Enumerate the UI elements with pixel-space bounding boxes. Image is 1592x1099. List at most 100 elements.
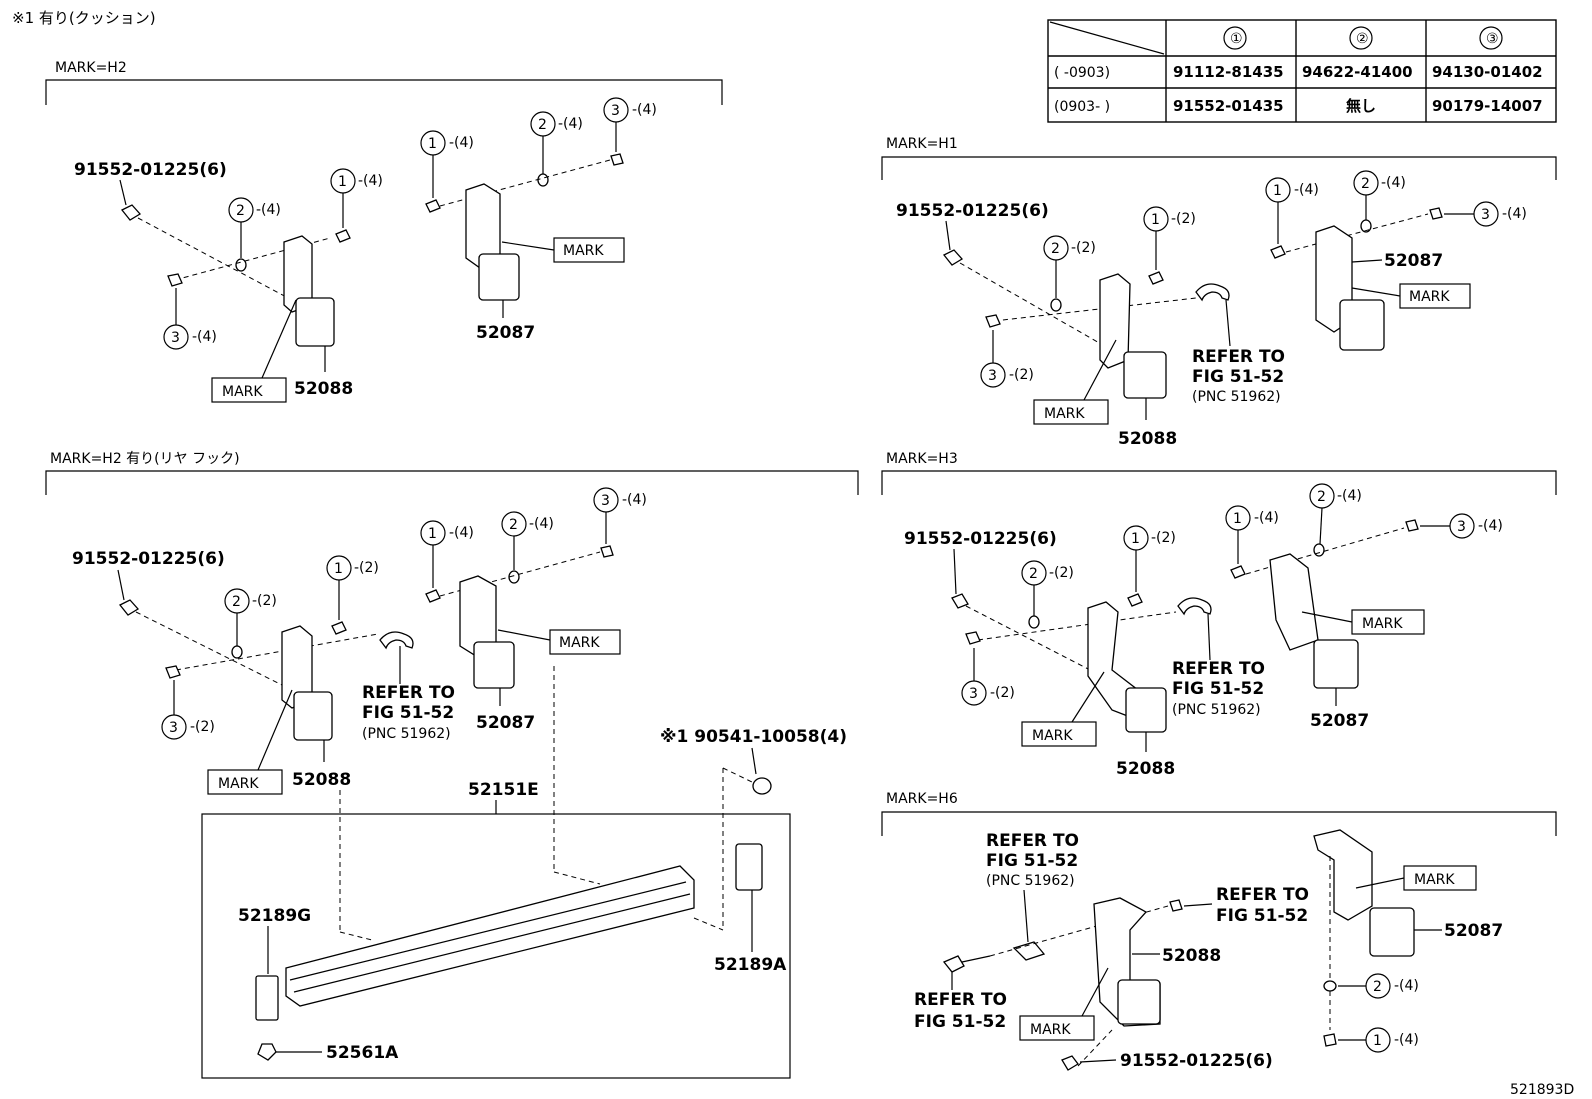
tow-hook-icon [379,631,414,650]
bolt-kit-label: 91552-01225(6) [72,549,225,569]
group-h6: REFER TO FIG 51-52 (PNC 51962) REFER TO … [914,829,1503,1071]
bolt-icon [1061,1055,1079,1071]
bolt-icon [425,589,441,603]
qty: -(2) [1071,240,1096,256]
bolt-icon [118,599,140,616]
mark-label: MARK [1409,289,1450,305]
refer-pnc: (PNC 51962) [986,873,1075,889]
mark-box [549,629,621,655]
callout-3: 3 [988,368,997,384]
qty: -(4) [632,102,657,118]
tow-hook-icon [1195,283,1230,302]
qty: -(4) [449,525,474,541]
qty: -(2) [354,560,379,576]
part-52189G: 52189G [238,906,311,926]
table-row1-c1: 91112-81435 [1173,63,1284,81]
group-h2-hook: 91552-01225(6) 2 -(2) 1 -(2) 3 -(2) REFE… [72,487,847,1079]
qty: -(4) [529,516,554,532]
washer-icon [508,570,520,584]
washer-icon [537,173,549,187]
nut-icon [985,314,1001,328]
part-52088: 52088 [1116,759,1175,779]
table-header-1: ① [1230,31,1243,47]
table-row2-c2: 無し [1346,97,1376,115]
mark-box [1033,399,1109,425]
callout-2: 2 [1373,979,1382,995]
end-cap-52189A [735,843,763,891]
qty: -(2) [1171,211,1196,227]
part-52087: 52087 [1310,711,1369,731]
qty: -(4) [358,173,383,189]
qty: -(4) [256,202,281,218]
mark-label: MARK [563,243,604,259]
cushion-label: ※1 90541-10058(4) [660,727,847,747]
qty: -(4) [558,116,583,132]
table-row1-range: ( -0903) [1054,65,1110,81]
nut-icon [167,273,183,287]
mark-box [1019,1015,1095,1041]
mark-box [1403,865,1477,891]
mark-label: MARK [1032,728,1073,744]
pad-plate [1117,979,1161,1025]
bolt-kit-label: 91552-01225(6) [904,529,1057,549]
nut-icon [1405,519,1419,532]
qty: -(2) [1009,367,1034,383]
bolt-icon [951,593,969,609]
diagram-id: 521893D [1510,1082,1574,1098]
pad-plate [1313,639,1359,689]
bolt-kit-label: 91552-01225(6) [74,160,227,180]
part-52088: 52088 [1118,429,1177,449]
qty: -(2) [990,685,1015,701]
mark-label: MARK [1362,616,1403,632]
mark-label: MARK [1414,872,1455,888]
bolt-icon [1323,1033,1337,1047]
table-row2-c3: 90179-14007 [1432,97,1543,115]
part-52088: 52088 [292,770,351,790]
callout-1: 1 [1131,531,1140,547]
pad-plate [1369,907,1415,957]
frame-box [201,813,791,1079]
nut-icon [165,665,181,679]
refer-text: REFER TO [362,683,455,703]
nut-icon [1429,207,1443,220]
bracket-52087 [1269,553,1319,651]
callout-2: 2 [1029,566,1038,582]
callout-2: 2 [1317,489,1326,505]
nut-icon [1169,899,1183,912]
part-52561A: 52561A [326,1043,399,1063]
callout-1: 1 [428,526,437,542]
mark-label: MARK [222,384,263,400]
part-52087: 52087 [1384,251,1443,271]
group-h2: 91552-01225(6) 2 -(4) 1 -(4) 3 -(4) MARK… [74,97,657,403]
section-label-h2-hook: MARK=H2 有り(リヤ フック) [50,451,240,467]
refer-pnc: (PNC 51962) [1192,389,1281,405]
mark-label: MARK [559,635,600,651]
section-label-h6: MARK=H6 [886,791,958,807]
bolt-icon [335,229,351,243]
clip-icon [257,1043,277,1061]
table-row1-c3: 94130-01402 [1432,63,1543,81]
part-52151E: 52151E [468,780,539,800]
refer-pnc: (PNC 51962) [362,726,451,742]
callout-1: 1 [1151,212,1160,228]
callout-2: 2 [1361,176,1370,192]
table-row2-range: (0903- ) [1054,99,1110,115]
tow-hook-icon [1177,597,1212,616]
qty: -(2) [190,719,215,735]
mark-box [1399,283,1471,309]
qty: -(4) [1381,175,1406,191]
part-52087: 52087 [476,323,535,343]
qty: -(4) [1478,518,1503,534]
refer-text: REFER TO [1192,347,1285,367]
washer-icon [1028,615,1040,629]
washer-icon [1360,219,1372,233]
callout-3: 3 [601,493,610,509]
bolt-icon [942,955,965,973]
nut-icon [610,153,624,166]
callout-1: 1 [338,174,347,190]
refer-pnc: (PNC 51962) [1172,702,1261,718]
bolt-icon [1127,593,1143,607]
pad-plate [1125,687,1167,733]
callout-2: 2 [232,594,241,610]
section-label-h3: MARK=H3 [886,451,958,467]
